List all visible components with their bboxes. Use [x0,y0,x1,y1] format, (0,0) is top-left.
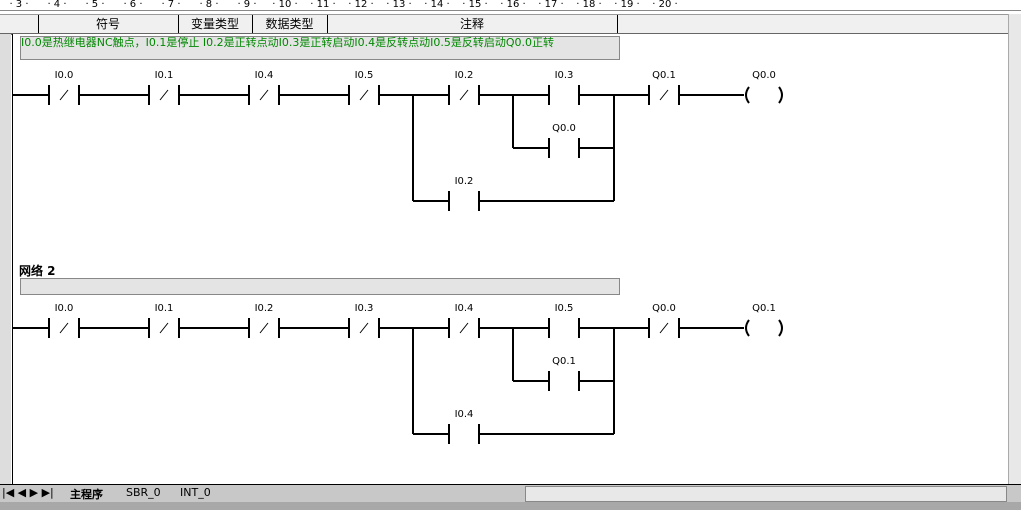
ladder-editor[interactable]: I0.0是热继电器NC触点，I0.1是停止 I0.2是正转点动I0.3是正转启动… [12,34,1009,484]
coil-label: Q0.0 [752,70,776,81]
horizontal-scrollbar[interactable] [525,486,1007,502]
tab-nav-arrows[interactable]: |◀ ◀ ▶ ▶| [2,486,54,499]
ruler-tick: · 10 · [272,0,298,10]
contact-label: I0.2 [255,303,274,314]
coil-label: Q0.1 [752,303,776,314]
wire [259,322,269,334]
ruler-tick: · 8 · [199,0,219,10]
contact-label: I0.3 [555,70,574,81]
col-data-type[interactable]: 数据类型 [252,15,328,33]
ruler-tick: · 13 · [386,0,412,10]
left-margin [0,34,11,484]
wire [459,89,469,101]
contact-label: I0.4 [455,303,474,314]
contact-label: I0.4 [455,409,474,420]
ruler-tick: · 14 · [424,0,450,10]
contact-label: I0.1 [155,303,174,314]
network2-comment[interactable] [20,278,620,295]
wire [259,89,269,101]
col-var-type[interactable]: 变量类型 [178,15,253,33]
coil-left [745,86,750,104]
ruler-tick: · 20 · [652,0,678,10]
ruler-tick: · 11 · [310,0,336,10]
status-bar [0,502,1021,510]
ruler-tick: · 9 · [237,0,257,10]
wire [659,322,669,334]
wire [659,89,669,101]
wire [359,89,369,101]
ruler-tick: · 5 · [85,0,105,10]
tab-int0[interactable]: INT_0 [180,486,211,499]
vertical-scrollbar[interactable] [1008,14,1021,484]
tab-main[interactable]: 主程序 [70,488,103,501]
ruler: · 3 · · 4 · · 5 · · 6 · · 7 · · 8 · · 9 · · 10 … [0,0,1021,11]
ruler-tick: · 12 · [348,0,374,10]
contact-label: Q0.1 [652,70,676,81]
network2-title: 网络 2 [19,264,56,278]
symbol-table-header: 符号 变量类型 数据类型 注释 [0,14,1021,35]
ruler-tick: · 17 · [538,0,564,10]
tab-bar: |◀ ◀ ▶ ▶| 主程序 SBR_0 INT_0 [0,484,1021,502]
ruler-tick: · 3 · [9,0,29,10]
col-comment[interactable]: 注释 [327,15,618,33]
coil-right [778,86,783,104]
contact-label: Q0.0 [552,123,576,134]
contact-label: I0.5 [555,303,574,314]
network1-comment[interactable]: I0.0是热继电器NC触点，I0.1是停止 I0.2是正转点动I0.3是正转启动… [20,36,620,60]
ruler-tick: · 19 · [614,0,640,10]
contact-label: I0.1 [155,70,174,81]
contact-label: I0.4 [255,70,274,81]
coil-left [745,319,750,337]
ruler-tick: · 6 · [123,0,143,10]
contact-label: I0.2 [455,70,474,81]
contact-label: I0.5 [355,70,374,81]
ruler-tick: · 4 · [47,0,67,10]
contact-label: I0.3 [355,303,374,314]
tab-sbr0[interactable]: SBR_0 [126,486,161,499]
ruler-tick: · 16 · [500,0,526,10]
ruler-tick: · 15 · [462,0,488,10]
contact-label: I0.2 [455,176,474,187]
wire [159,322,169,334]
wire [159,89,169,101]
contact-label: I0.0 [55,70,74,81]
wire [459,322,469,334]
col-symbol[interactable]: 符号 [38,15,179,33]
contact-label: Q0.0 [652,303,676,314]
wire [359,322,369,334]
ruler-tick: · 7 · [161,0,181,10]
wire [59,89,69,101]
contact-label: Q0.1 [552,356,576,367]
wire [59,322,69,334]
contact-label: I0.0 [55,303,74,314]
coil-right [778,319,783,337]
ruler-tick: · 18 · [576,0,602,10]
